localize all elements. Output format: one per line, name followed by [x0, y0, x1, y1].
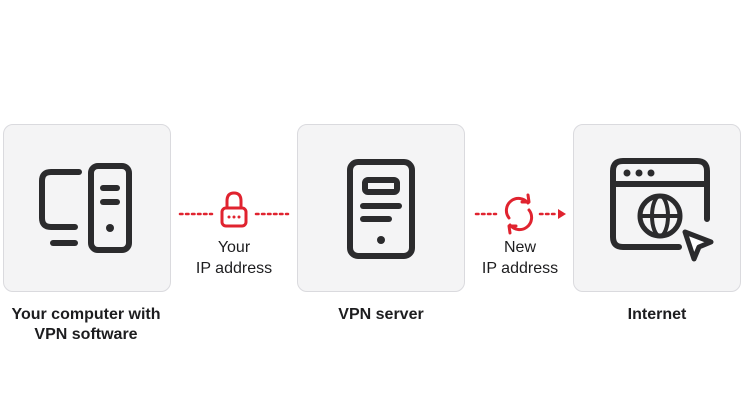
globe-icon	[637, 193, 683, 239]
computer-caption-line1: Your computer with	[11, 306, 161, 323]
padlock-icon	[220, 191, 248, 228]
internet-box	[573, 124, 741, 292]
computer-caption-line2: VPN software	[34, 326, 138, 343]
server-icon	[347, 159, 415, 259]
connector-1	[178, 191, 290, 228]
your-ip-label-line2: IP address	[195, 260, 273, 277]
your-ip-label: Your IP address	[172, 237, 296, 279]
your-ip-label-line1: Your	[217, 239, 251, 256]
arrow-head	[558, 209, 566, 219]
internet-caption-line1: Internet	[627, 306, 687, 323]
browser-window-icon	[610, 158, 714, 262]
refresh-icon	[504, 193, 534, 235]
computer-box	[3, 124, 171, 292]
cursor-icon	[682, 229, 714, 262]
new-ip-label-line2: IP address	[481, 260, 559, 277]
vpn-server-caption: VPN server	[297, 305, 465, 325]
internet-caption: Internet	[573, 305, 741, 325]
computer-icon	[39, 163, 132, 253]
new-ip-label: New IP address	[466, 237, 574, 279]
computer-caption: Your computer with VPN software	[0, 305, 172, 345]
connector-2	[474, 193, 566, 235]
new-ip-label-line1: New	[503, 239, 536, 256]
vpn-server-caption-line1: VPN server	[338, 306, 424, 323]
vpn-server-box	[297, 124, 465, 292]
